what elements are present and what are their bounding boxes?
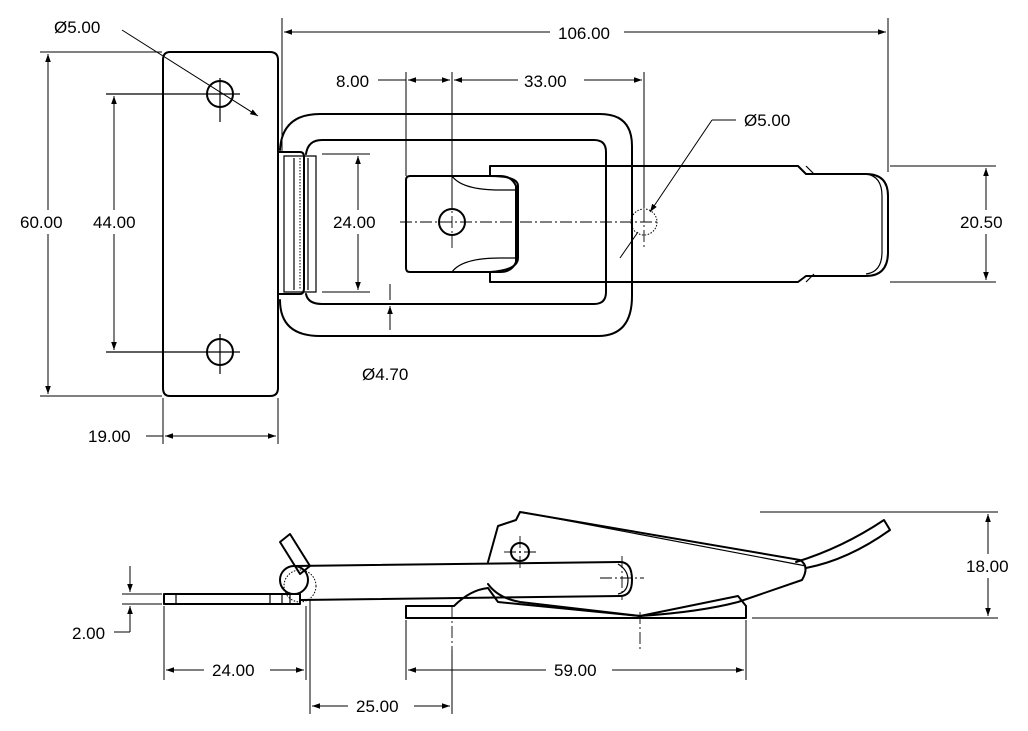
side-view: 18.00 2.00 24.00 25.00 59.00 [72,511,1024,718]
label-plate-length: 24.00 [212,661,255,680]
side-hinge-hidden [283,569,317,603]
leader-hole-dia-left [121,29,259,117]
leader-hole-dia-right [649,119,713,213]
label-base-length: 59.00 [554,661,597,680]
side-keeper [405,587,747,619]
label-bail-width: 24.00 [333,213,376,232]
lever-arm [489,165,889,283]
hinge-pin-housing [283,155,317,293]
label-pivot-distance: 33.00 [524,72,567,91]
side-bail-wire [293,561,633,601]
wire-bail-outer [279,113,633,337]
leader-hole-dia-right-tail [619,231,639,259]
label-overall-length: 106.00 [558,24,610,43]
side-lever [487,511,807,617]
label-lever-width: 20.50 [960,213,1003,232]
label-hook-offset: 8.00 [336,72,369,91]
hinge-pin-lines [293,158,309,290]
label-hole-spacing: 44.00 [93,213,136,232]
label-hole-dia-left: Ø5.00 [54,18,100,37]
side-lever-top-edge [521,511,807,567]
mounting-plate [162,51,279,397]
side-bail-end-inner [617,563,629,595]
label-plate-height: 60.00 [20,213,63,232]
label-plate-width: 19.00 [88,427,131,446]
side-base-plate-lines [175,594,291,604]
hook-block-bevels [451,175,516,273]
side-hinge-tab [279,533,311,575]
side-lever-handle [795,519,891,569]
label-wire-dia: Ø4.70 [362,365,408,384]
label-hinge-to-keeper: 25.00 [356,697,399,716]
hinge-knuckle [277,151,305,295]
label-hole-dia-right: Ø5.00 [744,111,790,130]
label-plate-thickness: 2.00 [72,624,105,643]
label-overall-height: 18.00 [966,557,1009,576]
top-view: Ø5.00 106.00 8.00 33.00 Ø5.00 60.00 44.0… [20,18,1016,446]
side-base-plate [163,593,301,605]
lever-edge-lines [805,165,883,283]
